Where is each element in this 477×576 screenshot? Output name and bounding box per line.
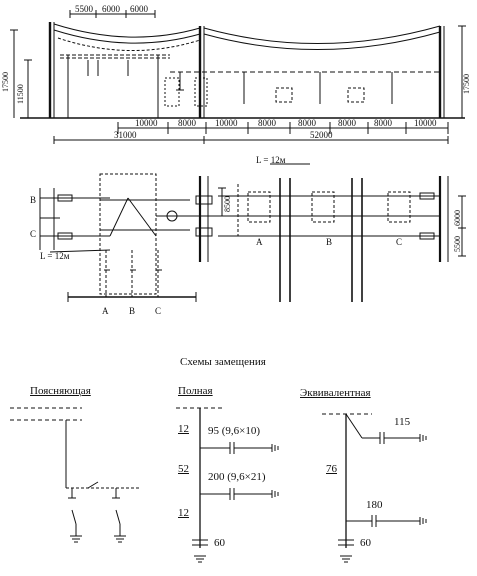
dim-top-3: 6000: [130, 4, 148, 14]
scheme-full-title: Полная: [178, 385, 213, 397]
plan-view: [39, 163, 466, 302]
scheme-explanatory: [10, 407, 140, 543]
scheme-explanatory-title: Поясняющая: [30, 385, 91, 397]
label-l-top: L = 12м: [256, 155, 286, 165]
dim-row-7: 8000: [374, 118, 392, 128]
full-node-2: 52: [178, 463, 189, 475]
portal-left: [48, 22, 55, 118]
dim-row-8: 10000: [414, 118, 437, 128]
full-node-3: 12: [178, 507, 189, 519]
scheme-equivalent-title: Эквивалентная: [300, 387, 371, 399]
phase-bottom-a: A: [102, 306, 109, 316]
phase-right-b: B: [326, 237, 333, 247]
phase-bottom-c: C: [155, 306, 162, 316]
full-cap-bottom: 60: [214, 537, 225, 549]
dim-top-1: 5500: [75, 4, 93, 14]
label-l-left: L = 12м: [40, 251, 70, 261]
phase-right-a: A: [256, 237, 263, 247]
full-cap-2: 200 (9,6×21): [208, 471, 266, 483]
dim-row-4: 8000: [258, 118, 276, 128]
equiv-node: 76: [326, 463, 337, 475]
dim-top-2: 6000: [102, 4, 120, 14]
phase-bottom-b: B: [129, 306, 136, 316]
portal-right: [438, 26, 445, 118]
dim-row-5: 8000: [298, 118, 316, 128]
schemes-title: Схемы замещения: [180, 356, 266, 368]
scheme-full: [176, 407, 279, 563]
equiv-cap-2: 180: [366, 499, 383, 511]
dim-left-1: 17500: [1, 72, 10, 92]
dim-left-2: 11500: [16, 84, 25, 104]
phase-right-c: C: [396, 237, 403, 247]
dim-right-a: 6000: [453, 210, 462, 226]
full-cap-1: 95 (9,6×10): [208, 425, 261, 437]
dim-right: 17500: [462, 74, 471, 94]
dim-row-1: 10000: [135, 118, 158, 128]
dim-total-right: 52000: [310, 130, 333, 140]
scheme-equivalent: [322, 413, 427, 563]
phase-b-left: B: [30, 195, 37, 205]
dim-8500: 8500: [223, 196, 232, 212]
equiv-cap-1: 115: [394, 416, 411, 428]
full-node-1: 12: [178, 423, 189, 435]
dim-row-3: 10000: [215, 118, 238, 128]
elevation-view: [10, 10, 466, 144]
dim-total-left: 31000: [114, 130, 137, 140]
equiv-cap-bottom: 60: [360, 537, 371, 549]
dim-right-b: 5500: [453, 236, 462, 252]
dim-row-2: 8000: [178, 118, 196, 128]
dim-row-6: 8000: [338, 118, 356, 128]
phase-c-left: C: [30, 229, 37, 239]
